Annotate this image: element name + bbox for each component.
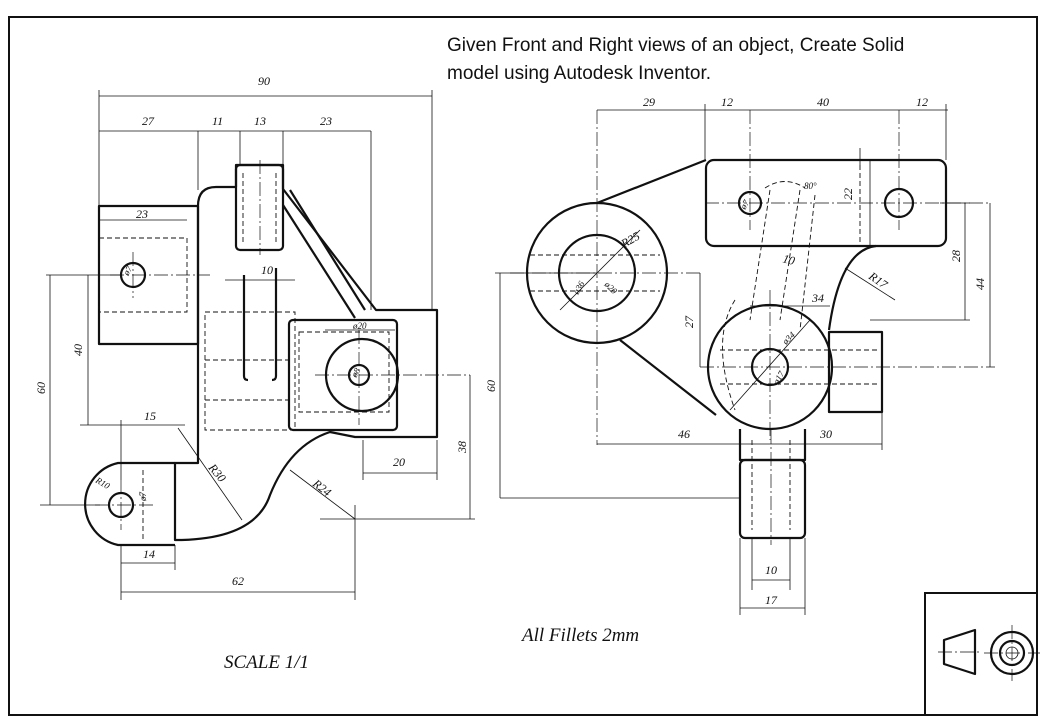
drawing-border — [8, 16, 1038, 716]
instruction-text: Given Front and Right views of an object… — [447, 32, 1007, 88]
dim-phi36: ø36 — [571, 279, 587, 297]
instruction-line-1: Given Front and Right views of an object… — [447, 35, 905, 56]
dim-17-bottom: 17 — [765, 593, 778, 607]
dim-r17: R17 — [865, 268, 891, 292]
dim-15: 15 — [144, 409, 156, 423]
dim-phi7-upper: ø7 — [121, 264, 135, 278]
scale-note: SCALE 1/1 — [224, 652, 309, 673]
dim-phi20: ø20 — [352, 321, 367, 331]
fillets-note: All Fillets 2mm — [520, 625, 639, 646]
front-view: 90 27 11 13 23 23 10 15 40 60 R30 R24 R1… — [34, 74, 475, 600]
dim-40-right: 40 — [817, 95, 829, 109]
dim-44: 44 — [973, 278, 987, 290]
dim-10-slot: 10 — [781, 251, 796, 268]
dim-29: 29 — [643, 95, 655, 109]
dim-23-inner: 23 — [136, 207, 148, 221]
dim-12-left: 12 — [721, 95, 733, 109]
dim-27: 27 — [142, 114, 155, 128]
dim-27-right: 27 — [682, 315, 696, 328]
dim-10: 10 — [261, 263, 273, 277]
dim-phi34: ø34 — [780, 329, 798, 347]
dim-23-top: 23 — [320, 114, 332, 128]
dim-22: 22 — [841, 188, 855, 200]
dim-14: 14 — [143, 547, 155, 561]
dim-20: 20 — [393, 455, 405, 469]
dim-11: 11 — [212, 114, 223, 128]
dim-30: 30 — [819, 427, 832, 441]
dim-90: 90 — [258, 74, 270, 88]
projection-symbol-box — [924, 592, 1040, 716]
dim-13: 13 — [254, 114, 266, 128]
dim-60: 60 — [34, 382, 48, 394]
dim-r24: R24 — [309, 476, 334, 500]
dim-40: 40 — [71, 344, 85, 356]
dim-34: 34 — [811, 291, 824, 305]
truncated-cone-icon — [942, 628, 977, 676]
dim-r30: R30 — [205, 460, 229, 485]
right-view: 29 12 40 12 R25 ø36 ø20 ø7 ø34 ø17 80° 1… — [484, 95, 995, 615]
dim-46: 46 — [678, 427, 690, 441]
dim-12-right: 12 — [916, 95, 928, 109]
dim-phi7-lower: ø7 — [138, 492, 148, 503]
dim-10-bottom: 10 — [765, 563, 777, 577]
dim-38: 38 — [455, 441, 469, 454]
instruction-line-2: model using Autodesk Inventor. — [447, 63, 712, 84]
dim-62: 62 — [232, 574, 244, 588]
dim-angle-80: 80° — [804, 181, 817, 191]
dim-28: 28 — [949, 250, 963, 262]
dim-60-right: 60 — [484, 380, 498, 392]
dim-r25: R25 — [618, 229, 643, 251]
dim-phi20-right: ø20 — [602, 279, 620, 297]
